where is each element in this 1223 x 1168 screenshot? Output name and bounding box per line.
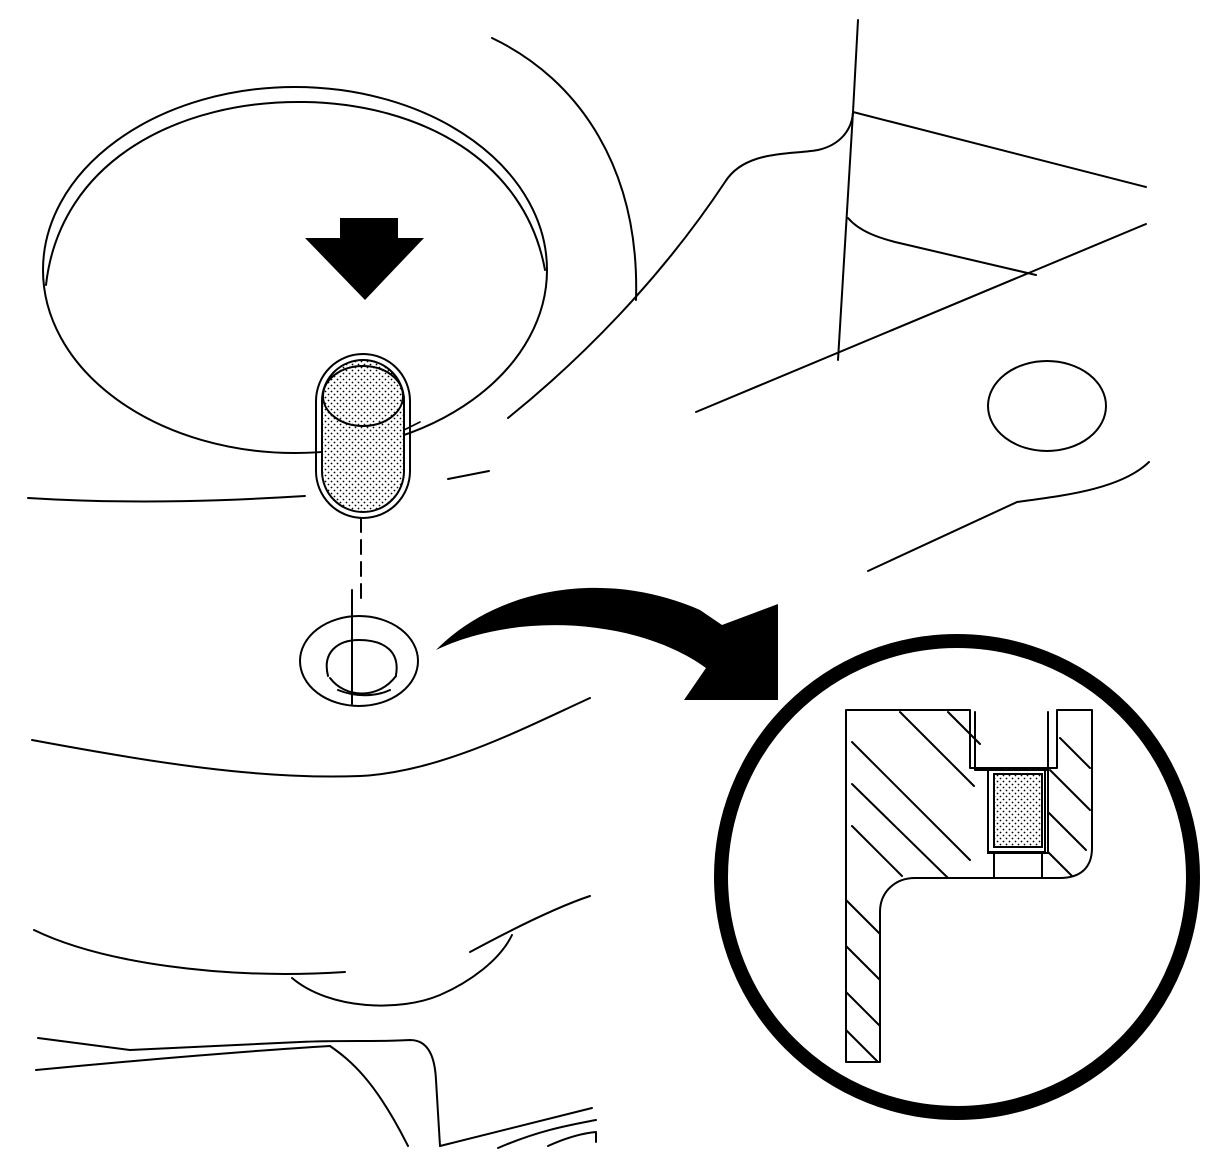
bottom-edge-c bbox=[129, 1039, 441, 1147]
bottom-edge-b bbox=[35, 1045, 409, 1147]
housing-ridge bbox=[507, 111, 854, 419]
installed-plug bbox=[993, 773, 1043, 848]
bottom-edge-f bbox=[547, 1131, 597, 1147]
body-curve-1 bbox=[31, 697, 591, 778]
bottom-edge-d bbox=[439, 1107, 593, 1147]
flange-lower-edge bbox=[867, 461, 1150, 572]
section-outline bbox=[845, 709, 1093, 1063]
magnified-section bbox=[714, 634, 1200, 1120]
top-edge-2 bbox=[847, 217, 1037, 276]
installed-plug-outline bbox=[987, 767, 1049, 854]
bowl-outer bbox=[42, 86, 548, 454]
plug-top-face bbox=[322, 365, 404, 427]
flange-hole bbox=[987, 360, 1107, 452]
top-edge-1 bbox=[852, 111, 1147, 188]
bore-inner-bottom-2 bbox=[337, 689, 391, 697]
bore-inner-bottom bbox=[329, 675, 397, 695]
plug bbox=[315, 353, 421, 519]
plug-outer-outline bbox=[315, 353, 411, 519]
bore-inner-top bbox=[325, 639, 398, 677]
housing-bore bbox=[299, 589, 419, 707]
body-curve-2 bbox=[33, 929, 346, 975]
left-ledge bbox=[27, 495, 306, 503]
curved-arrow-icon bbox=[436, 587, 778, 700]
bowl-inner-lip bbox=[45, 100, 546, 286]
lower-lobe bbox=[291, 934, 513, 1007]
housing-outline bbox=[27, 19, 1150, 1149]
small-segment bbox=[447, 470, 490, 480]
bore-outer bbox=[299, 615, 419, 707]
bottom-edge-e bbox=[497, 1119, 597, 1149]
vertical-edge bbox=[837, 19, 859, 361]
plug-lead-line bbox=[403, 395, 421, 431]
bottom-edge-a bbox=[37, 1037, 131, 1051]
flange-edge bbox=[695, 223, 1147, 413]
down-arrow-icon bbox=[305, 218, 424, 300]
body-curve-3 bbox=[469, 895, 591, 953]
section-hatch bbox=[845, 711, 1091, 1063]
boss-arc bbox=[491, 37, 638, 301]
detail-circle bbox=[714, 634, 1200, 1120]
counterbore bbox=[974, 711, 1049, 771]
